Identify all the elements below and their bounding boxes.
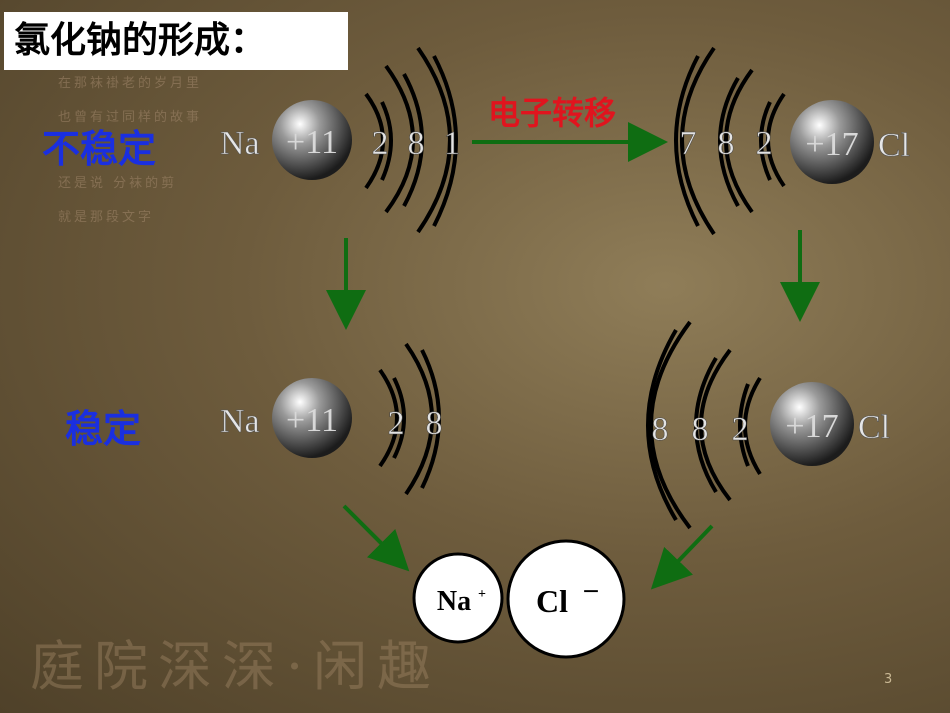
na-atom-shell-2: 8 <box>408 125 425 162</box>
na-ion-nucleus <box>272 378 352 458</box>
na-ion-nucleus-charge: +11 <box>286 402 338 439</box>
na-ion-circle <box>412 552 504 644</box>
cl-ion-shells <box>646 320 762 530</box>
arrow-cl-ion-to-circle <box>650 524 714 590</box>
na-atom-symbol: Na <box>220 125 260 162</box>
label-electron-transfer: 电子转移 <box>488 94 617 132</box>
arrows <box>326 122 820 590</box>
cl-ion-symbol: Cl <box>858 409 890 446</box>
cl-ion-circle <box>506 539 626 659</box>
background-seal-text: 庭院深深·闲趣 <box>30 635 442 698</box>
cl-ion: 8 8 2 +17 Cl <box>646 320 890 530</box>
na-atom-shell-1: 2 <box>372 125 389 162</box>
background-poem-line: 在那袜褂老的岁月里 <box>58 76 203 91</box>
cl-atom-nucleus <box>790 100 874 184</box>
na-ion: Na +11 2 8 <box>220 342 443 496</box>
label-unstable: 不稳定 <box>42 127 157 171</box>
background-poem-line: 也曾有过同样的故事 <box>58 110 203 125</box>
cl-ion-shell-2: 8 <box>692 411 709 448</box>
na-atom-shell-3: 1 <box>444 125 461 162</box>
cl-ion-shell-1: 8 <box>652 411 669 448</box>
cl-ion-shell-3: 2 <box>732 411 749 448</box>
cl-atom-shell-3: 2 <box>756 125 773 162</box>
ion-pair: Na + Cl － <box>412 539 626 659</box>
slide-title: 氯化钠的形成： <box>4 12 348 70</box>
cl-atom-shell-2: 8 <box>718 125 735 162</box>
background-poem-line: 还是说 分袜的剪 <box>58 176 178 191</box>
na-ion-shell-1: 2 <box>388 405 405 442</box>
cl-ion-circle-label: Cl <box>536 583 568 619</box>
background-poem-line: 就是那段文字 <box>58 210 155 225</box>
na-ion-symbol: Na <box>220 403 260 440</box>
cl-ion-circle-charge: － <box>582 582 600 602</box>
na-ion-circle-label: Na <box>437 586 471 617</box>
na-atom-nucleus <box>272 100 352 180</box>
na-atom-shells <box>364 46 458 234</box>
label-stable: 稳定 <box>65 407 142 451</box>
arrow-na-ion-to-circle <box>342 504 410 572</box>
page-number: 3 <box>884 672 893 687</box>
na-ion-shell-2: 8 <box>426 405 443 442</box>
cl-atom-nucleus-charge: +17 <box>805 126 858 163</box>
cl-atom-shells <box>674 46 786 236</box>
cl-atom-shell-1: 7 <box>680 125 697 162</box>
na-ion-shells <box>378 342 441 496</box>
na-atom-nucleus-charge: +11 <box>286 124 338 161</box>
cl-atom: 7 8 2 +17 Cl <box>674 46 910 236</box>
na-ion-circle-charge: + <box>478 587 486 602</box>
cl-ion-nucleus-charge: +17 <box>785 408 838 445</box>
cl-atom-symbol: Cl <box>878 127 910 164</box>
na-atom: Na +11 2 8 1 <box>220 46 461 234</box>
cl-ion-nucleus <box>770 382 854 466</box>
